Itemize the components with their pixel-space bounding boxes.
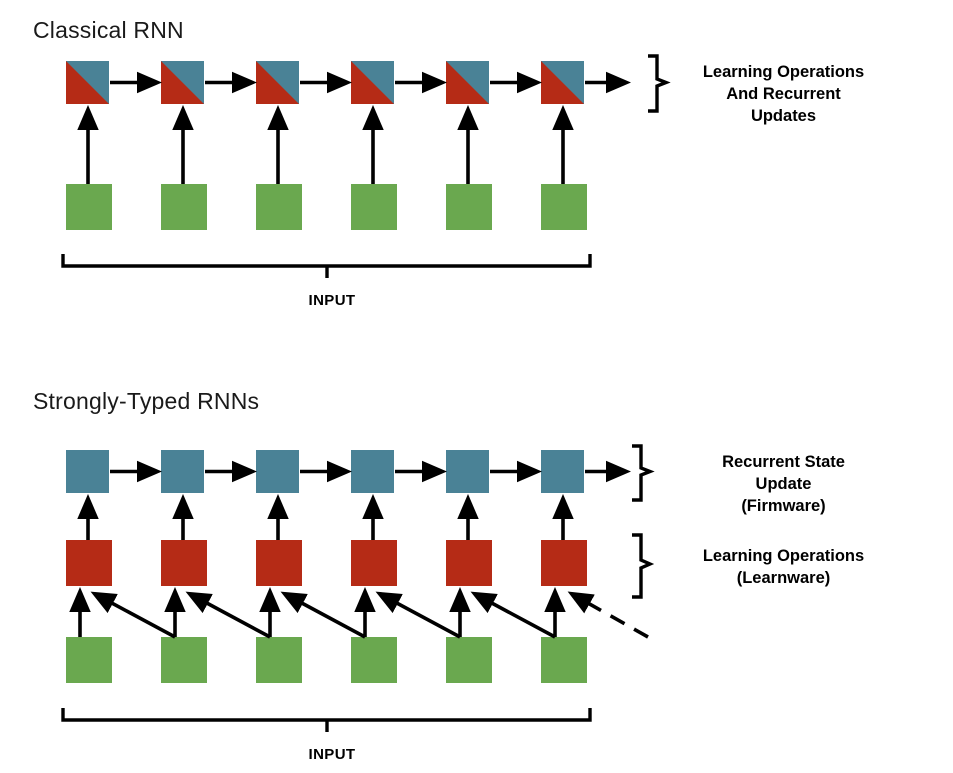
classical-input-brace: [61, 254, 592, 278]
classical-input-box-1: [161, 184, 207, 230]
strongly-input-box-0: [66, 637, 112, 683]
input-label-classical: INPUT: [308, 292, 356, 309]
classical-cell-4: [446, 61, 489, 104]
classical-cell-row: [66, 61, 584, 104]
strongly-input-vertical-arrows: [69, 586, 566, 637]
input-label-strongly-typed: INPUT: [308, 746, 356, 763]
strongly-input-row: [66, 637, 587, 683]
classical-input-row: [66, 184, 587, 230]
label-learning-operations-and-recurrent-updates: Learning Operations And Recurrent Update…: [702, 63, 865, 125]
strongly-input-box-2: [256, 637, 302, 683]
classical-input-box-3: [351, 184, 397, 230]
classical-cell-3: [351, 61, 394, 104]
state-box-3: [351, 450, 394, 493]
classical-input-box-0: [66, 184, 112, 230]
classical-input-arrows: [77, 104, 574, 184]
learning-box-3: [351, 540, 397, 586]
state-box-4: [446, 450, 489, 493]
strongly-input-brace: [61, 708, 592, 732]
learning-box-2: [256, 540, 302, 586]
state-box-0: [66, 450, 109, 493]
learning-operations-brace: [632, 533, 655, 599]
classical-right-brace: [648, 54, 671, 113]
strongly-input-diagonal-arrows: [90, 591, 556, 639]
recurrent-state-brace: [632, 444, 655, 502]
learning-box-5: [541, 540, 587, 586]
classical-cell-0: [66, 61, 109, 104]
classical-cell-1: [161, 61, 204, 104]
learning-box-0: [66, 540, 112, 586]
classical-input-box-4: [446, 184, 492, 230]
classical-cell-2: [256, 61, 299, 104]
learning-box-4: [446, 540, 492, 586]
strongly-input-box-4: [446, 637, 492, 683]
strongly-learning-row: [66, 540, 587, 586]
strongly-input-box-5: [541, 637, 587, 683]
learning-box-1: [161, 540, 207, 586]
section-title-classical-rnn: Classical RNN: [33, 17, 184, 43]
strongly-learning-to-state-arrows: [77, 493, 574, 540]
dashed-continuation-arrow: [567, 591, 649, 639]
section-title-strongly-typed-rnns: Strongly-Typed RNNs: [33, 388, 260, 414]
strongly-input-box-3: [351, 637, 397, 683]
state-box-5: [541, 450, 584, 493]
strongly-input-box-1: [161, 637, 207, 683]
classical-input-box-5: [541, 184, 587, 230]
label-recurrent-state-update-firmware: Recurrent State Update (Firmware): [722, 453, 845, 515]
state-box-2: [256, 450, 299, 493]
classical-cell-5: [541, 61, 584, 104]
label-learning-operations-learnware: Learning Operations (Learnware): [702, 547, 865, 587]
state-box-1: [161, 450, 204, 493]
strongly-state-row: [66, 450, 584, 493]
classical-input-box-2: [256, 184, 302, 230]
